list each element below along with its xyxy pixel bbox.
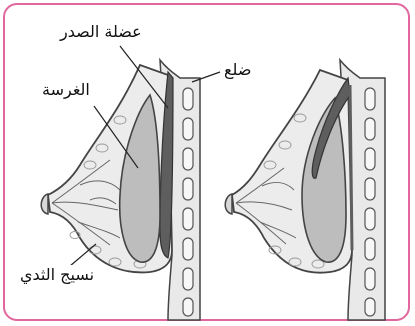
left-nipple [41, 194, 48, 214]
label-breast-tissue: نسيج الثدي [18, 265, 96, 285]
leader-tissue [70, 244, 96, 266]
right-nipple [225, 194, 232, 214]
right-breast-figure [225, 60, 385, 320]
label-chest-muscle: عضلة الصدر [58, 22, 144, 42]
leader-rib [192, 72, 220, 82]
label-implant: الغرسة [40, 80, 92, 100]
label-rib: ضلع [222, 60, 253, 80]
